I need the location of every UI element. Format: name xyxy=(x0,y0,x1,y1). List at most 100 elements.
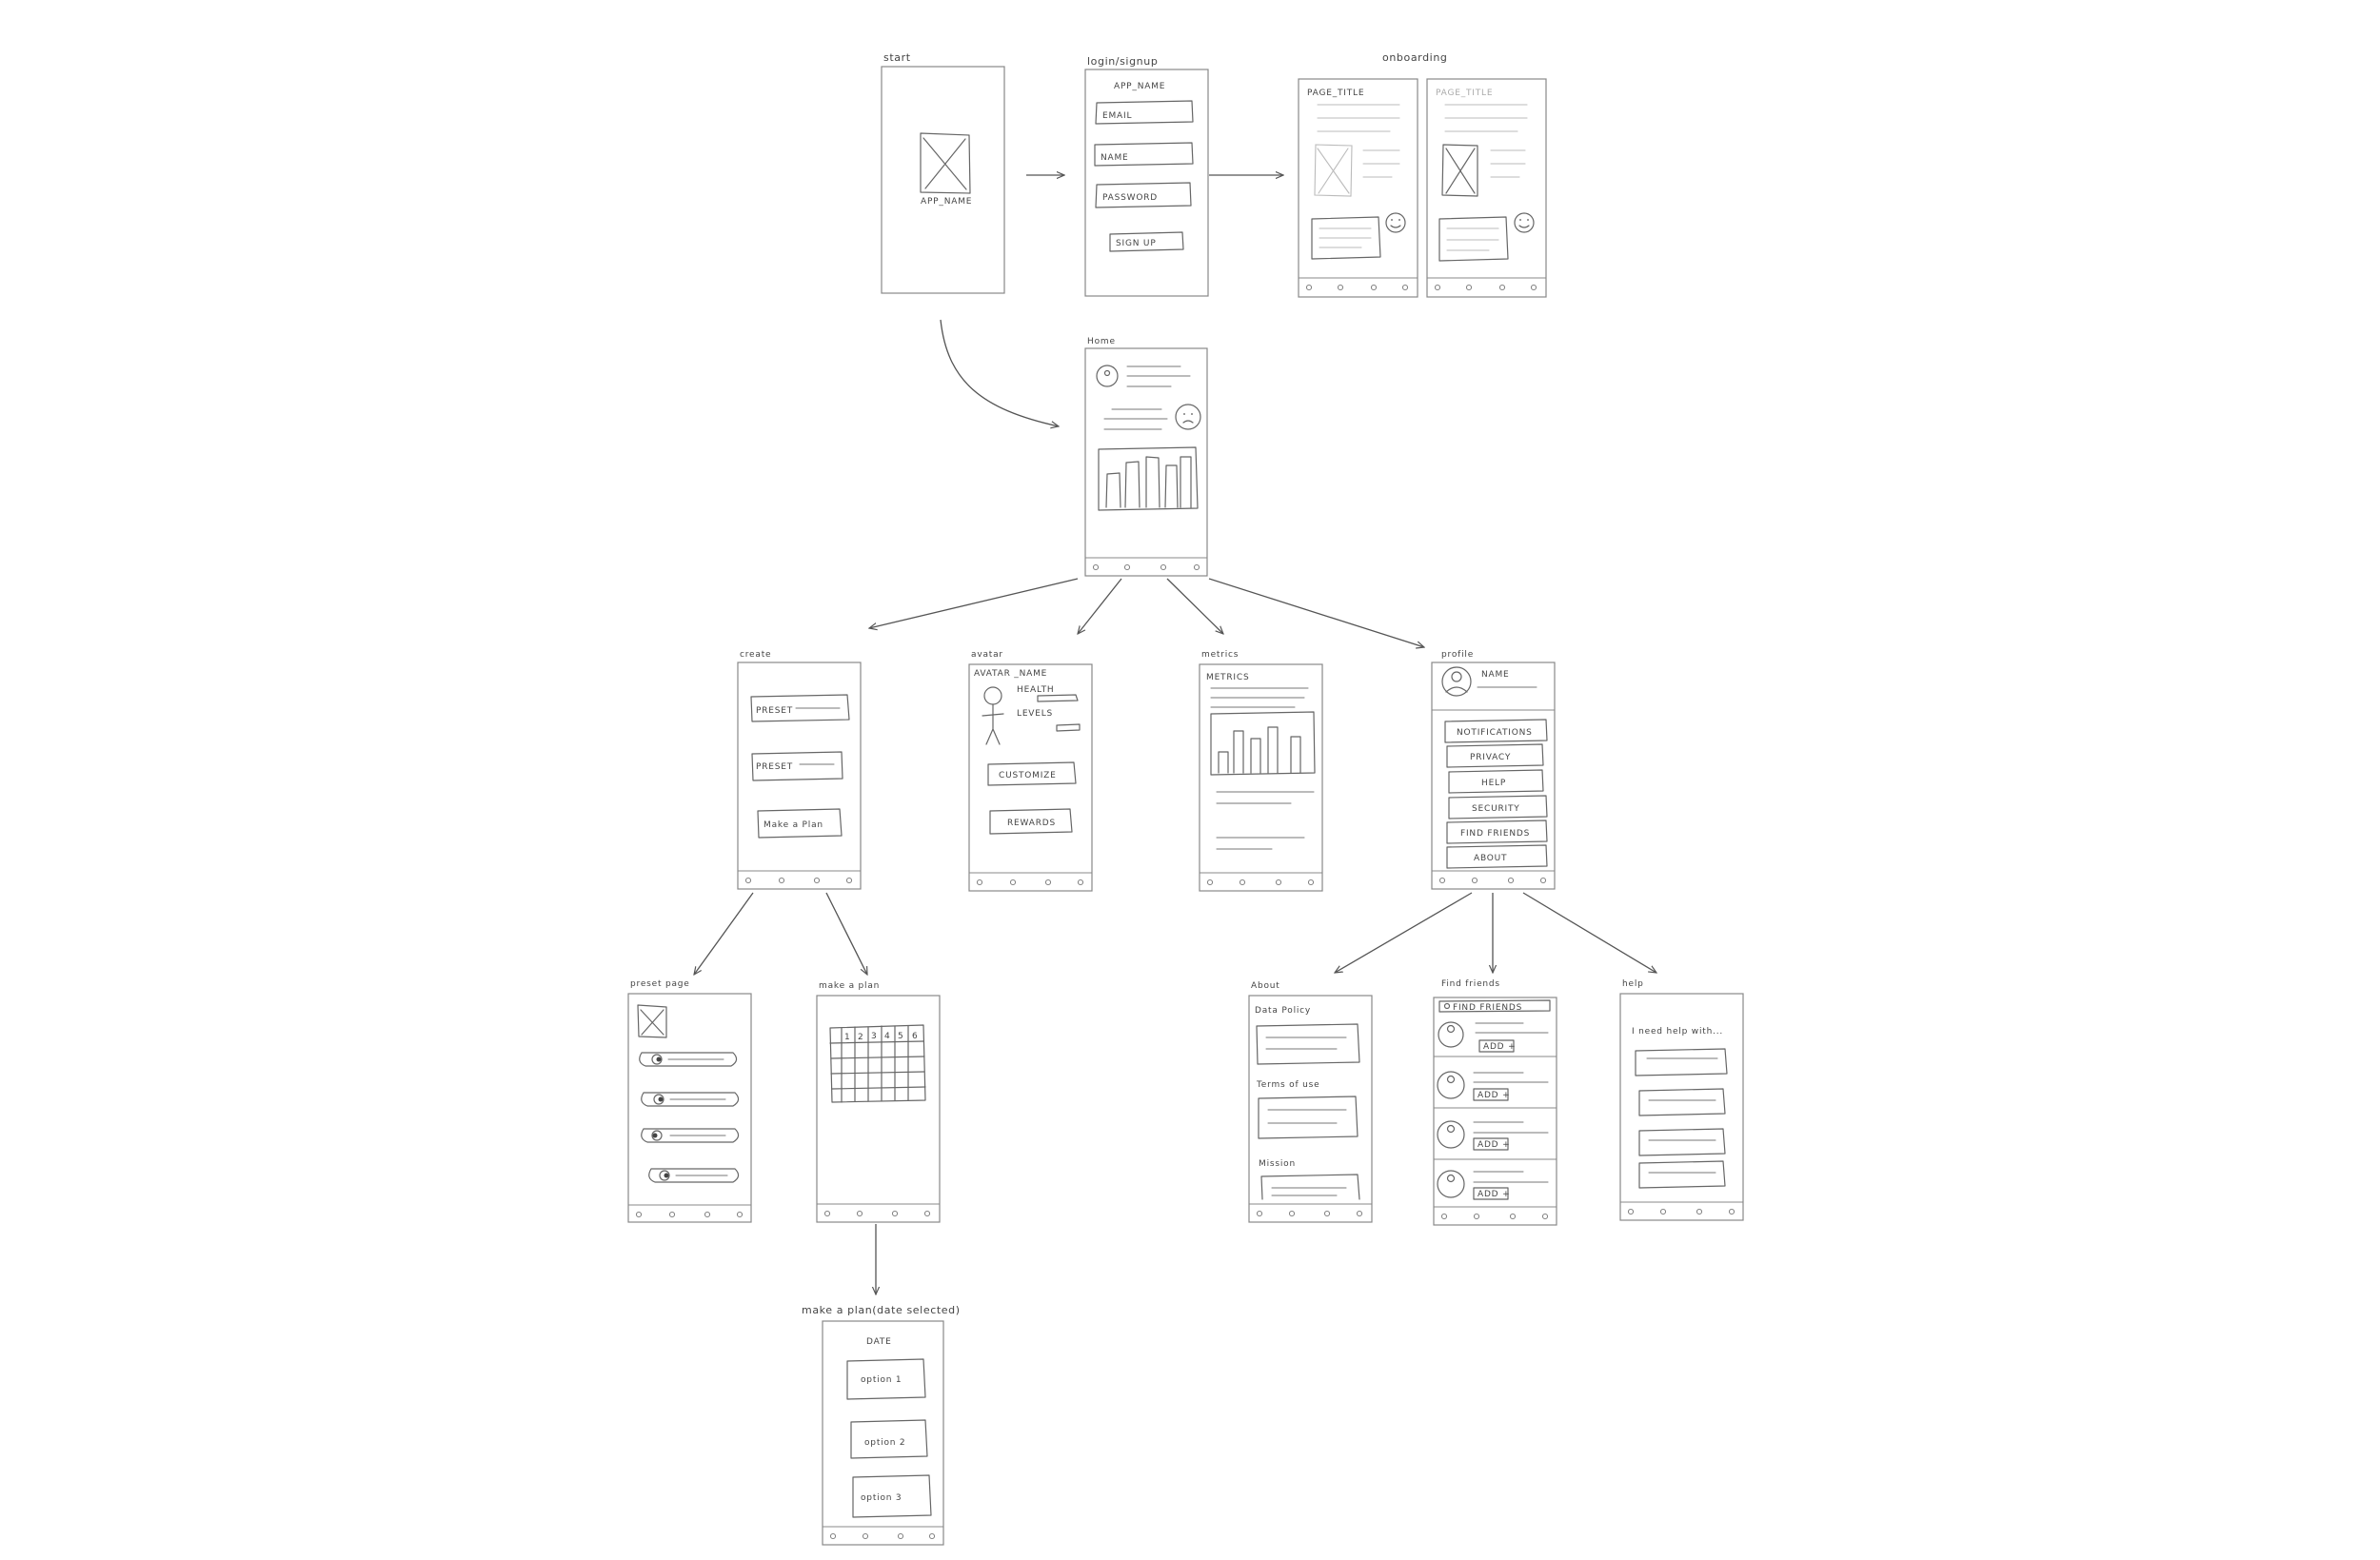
avatar-icon xyxy=(1441,666,1472,697)
phone-frame xyxy=(1298,78,1418,298)
friend-row: ADD + xyxy=(1438,1021,1549,1053)
phone-frame xyxy=(1433,997,1557,1226)
preset-button-1[interactable] xyxy=(750,694,850,722)
help-option[interactable] xyxy=(1638,1128,1726,1156)
calendar-grid[interactable]: 1 2 3 4 5 6 xyxy=(829,1024,926,1103)
make-a-plan-button[interactable] xyxy=(757,808,843,839)
add-label: ADD + xyxy=(1483,1042,1516,1052)
customize-label: CUSTOMIZE xyxy=(999,771,1057,780)
arrow-create-to-make-plan xyxy=(825,892,867,975)
screen-make-a-plan-date-selected: make a plan(date selected) DATE option 1… xyxy=(802,1304,961,1546)
profile-name: NAME xyxy=(1481,670,1510,680)
menu-item-help[interactable] xyxy=(1448,769,1544,794)
screen-title: onboarding xyxy=(1382,51,1447,64)
screen-title: create xyxy=(740,650,771,660)
arrow-profile-to-about xyxy=(1335,892,1473,973)
bar-chart-widget xyxy=(1098,446,1199,511)
option-2-label: option 2 xyxy=(864,1438,905,1448)
avatar xyxy=(1437,1071,1465,1099)
screen-profile: profile NAME NOTIFICATIONS PRIVACY HELP … xyxy=(1431,650,1556,890)
search-input[interactable] xyxy=(1438,999,1551,1013)
arrow-home-to-metrics xyxy=(1166,578,1223,634)
help-option[interactable] xyxy=(1635,1048,1728,1076)
add-friend-button[interactable] xyxy=(1478,1039,1515,1053)
menu-item-notifications[interactable] xyxy=(1444,719,1548,743)
menu-item-about[interactable] xyxy=(1446,844,1548,869)
menu-label: PRIVACY xyxy=(1470,753,1511,762)
help-prompt: I need help with... xyxy=(1632,1027,1723,1037)
help-option[interactable] xyxy=(1638,1088,1726,1116)
day-label: 2 xyxy=(858,1033,864,1042)
flow-arrows xyxy=(694,175,1656,1294)
preset-button-2[interactable] xyxy=(751,751,843,781)
screen-about: About Data Policy Terms of use Mission xyxy=(1248,981,1373,1223)
menu-item-find-friends[interactable] xyxy=(1446,819,1548,844)
toggle-row[interactable] xyxy=(639,1052,738,1067)
stick-figure-icon xyxy=(982,686,1004,745)
onboarding-panel-1: PAGE_TITLE xyxy=(1298,78,1418,298)
mission-heading: Mission xyxy=(1259,1159,1296,1169)
name-placeholder: NAME xyxy=(1101,153,1129,163)
phone-frame xyxy=(1431,662,1556,890)
screen-title: make a plan(date selected) xyxy=(802,1304,961,1316)
menu-item-privacy[interactable] xyxy=(1446,743,1544,768)
menu-label: SECURITY xyxy=(1472,804,1520,814)
screen-title: Home xyxy=(1087,337,1116,346)
image-placeholder-icon xyxy=(637,1004,667,1038)
arrow-home-to-profile xyxy=(1208,578,1424,647)
add-friend-button[interactable] xyxy=(1473,1088,1509,1101)
screen-onboarding: onboarding PAGE_TITLE xyxy=(1298,51,1547,298)
screen-title: login/signup xyxy=(1087,55,1158,68)
email-placeholder: EMAIL xyxy=(1102,111,1132,121)
rewards-label: REWARDS xyxy=(1007,819,1056,828)
screen-title: metrics xyxy=(1201,650,1239,660)
date-header: DATE xyxy=(866,1337,892,1347)
day-label: 4 xyxy=(884,1032,891,1041)
add-friend-button[interactable] xyxy=(1473,1187,1509,1200)
levels-bar xyxy=(1056,723,1081,732)
arrow-profile-to-help xyxy=(1522,892,1656,973)
screen-home: Home xyxy=(1084,337,1208,577)
password-field[interactable] xyxy=(1095,182,1192,208)
email-field[interactable] xyxy=(1095,100,1194,125)
data-policy-heading: Data Policy xyxy=(1255,1006,1311,1016)
option-1-button[interactable] xyxy=(846,1358,926,1400)
metrics-header: METRICS xyxy=(1206,673,1249,682)
image-placeholder-icon xyxy=(1441,144,1478,197)
avatar-name-header: AVATAR _NAME xyxy=(974,669,1047,679)
arrow-create-to-preset-page xyxy=(694,892,754,975)
menu-item-security[interactable] xyxy=(1448,795,1548,819)
phone-frame xyxy=(1426,78,1547,298)
search-placeholder: FIND FRIENDS xyxy=(1453,1003,1522,1013)
toggle-row[interactable] xyxy=(641,1092,740,1107)
preset-label-1: PRESET xyxy=(756,706,793,716)
levels-label: LEVELS xyxy=(1017,709,1053,719)
screen-avatar: avatar AVATAR _NAME HEALTH LEVELS CUSTOM… xyxy=(968,650,1093,892)
help-option[interactable] xyxy=(1638,1160,1726,1189)
toggle-row[interactable] xyxy=(648,1168,740,1183)
avatar xyxy=(1438,1021,1464,1048)
add-friend-button[interactable] xyxy=(1473,1137,1509,1151)
preset-label-2: PRESET xyxy=(756,762,793,772)
day-label: 1 xyxy=(844,1033,851,1042)
customize-button[interactable] xyxy=(987,761,1077,786)
speech-bubble xyxy=(1311,216,1381,260)
smiley-icon xyxy=(1385,212,1406,233)
name-field[interactable] xyxy=(1094,142,1194,167)
screen-title: avatar xyxy=(971,650,1003,660)
option-3-button[interactable] xyxy=(852,1474,932,1518)
menu-label: NOTIFICATIONS xyxy=(1457,728,1533,738)
password-placeholder: PASSWORD xyxy=(1102,193,1158,203)
health-bar xyxy=(1037,694,1079,702)
toggle-row[interactable] xyxy=(641,1128,740,1143)
profile-menu: NOTIFICATIONS PRIVACY HELP SECURITY FIND… xyxy=(1444,719,1548,869)
add-label: ADD + xyxy=(1478,1140,1510,1150)
app-name-label: APP_NAME xyxy=(1114,82,1165,91)
option-2-button[interactable] xyxy=(850,1419,928,1459)
screen-title: About xyxy=(1251,981,1280,991)
sign-up-button[interactable] xyxy=(1109,231,1184,252)
rewards-button[interactable] xyxy=(989,808,1073,835)
screen-make-a-plan: make a plan 1 2 3 4 5 6 xyxy=(816,981,941,1223)
make-a-plan-label: Make a Plan xyxy=(764,820,823,830)
